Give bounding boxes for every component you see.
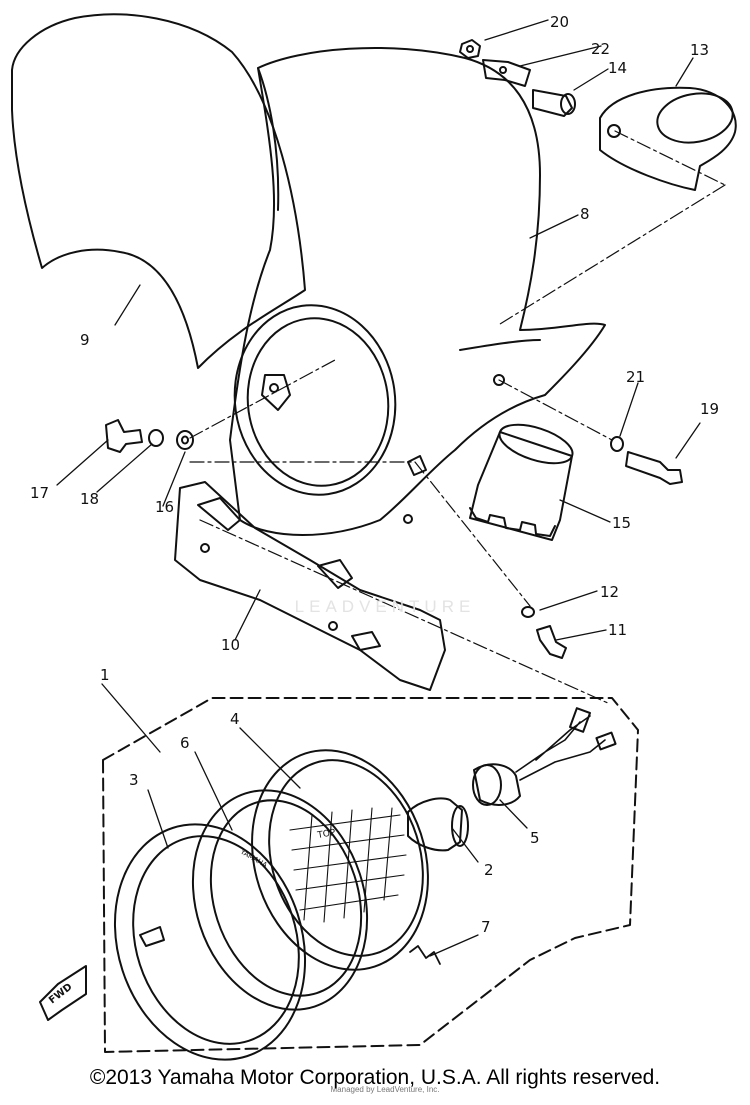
bezel-part-inner — [209, 799, 363, 997]
callout-2: 2 — [484, 861, 494, 879]
callout-22: 22 — [591, 40, 610, 58]
socket-face — [472, 764, 502, 806]
callout-1: 1 — [100, 666, 110, 684]
windscreen-part — [11, 13, 306, 369]
bulb-part — [407, 797, 463, 852]
bezel-part — [191, 789, 369, 1011]
callout-19: 19 — [700, 400, 719, 418]
grommet-teeth — [469, 507, 556, 537]
callout-17: 17 — [30, 484, 49, 502]
callout-14: 14 — [608, 59, 627, 77]
cowling-edge-lower — [459, 339, 541, 351]
fwd-label: FWD — [47, 982, 74, 1007]
bracket-hole-2 — [328, 621, 338, 631]
bracket-hole — [200, 543, 210, 553]
wire-harness — [515, 715, 606, 781]
callout-16: 16 — [155, 498, 174, 516]
connector — [569, 707, 591, 733]
callout-9: 9 — [80, 331, 90, 349]
bulb-flange — [451, 805, 469, 847]
bracket-slot — [197, 497, 241, 531]
socket-part — [473, 763, 521, 806]
fork-bracket-hole — [607, 124, 621, 138]
bracket-slot-2 — [317, 559, 353, 589]
callout-20: 20 — [550, 13, 569, 31]
washer-16-hole — [181, 435, 189, 445]
callout-7: 7 — [481, 918, 491, 936]
callout-5: 5 — [530, 829, 540, 847]
fwd-arrow — [39, 965, 87, 1021]
connector-2 — [595, 731, 617, 751]
bracket-part — [174, 481, 446, 691]
cowling-part — [229, 46, 606, 536]
grommet-top — [498, 423, 574, 465]
bolt-17-part — [105, 419, 143, 453]
fork-bracket-ring — [656, 92, 734, 144]
callout-21: 21 — [626, 368, 645, 386]
callout-10: 10 — [221, 636, 240, 654]
watermark: LEADVENTURE — [294, 597, 476, 616]
cowling-hole-lower — [403, 514, 413, 524]
lock-washer-18 — [148, 429, 164, 447]
rim-part — [113, 823, 307, 1061]
bolt-11-part — [536, 625, 567, 659]
spring-part — [409, 945, 441, 965]
clip-12 — [521, 606, 535, 618]
clamp-part — [482, 59, 531, 87]
cowling-opening-inner — [246, 317, 390, 487]
callout-11: 11 — [608, 621, 627, 639]
washer-16 — [176, 430, 194, 450]
callout-8: 8 — [580, 205, 590, 223]
cowling-opening — [233, 304, 397, 496]
nut-part — [459, 39, 481, 59]
callout-18: 18 — [80, 490, 99, 508]
lens-unit-part — [251, 749, 429, 971]
callout-6: 6 — [180, 734, 190, 752]
collar-part — [532, 89, 573, 117]
lens-top-label: TOP — [316, 828, 337, 841]
collar-end — [560, 93, 576, 115]
rim-tab — [139, 926, 165, 947]
callout-15: 15 — [612, 514, 631, 532]
callout-3: 3 — [129, 771, 139, 789]
cowling-tab — [261, 374, 291, 411]
bracket-slot-3 — [351, 631, 381, 651]
cowling-edge — [257, 67, 280, 211]
sub-watermark: Managed by LeadVenture, Inc. — [330, 1085, 440, 1094]
nut-hole — [466, 45, 474, 53]
cowling-tab-hole — [269, 383, 279, 393]
clamp-hole — [499, 66, 507, 74]
leader-lines — [56, 19, 701, 957]
callout-12: 12 — [600, 583, 619, 601]
center-lines — [189, 130, 726, 705]
fork-bracket-part — [599, 86, 737, 191]
cowling-bolt-hole — [493, 374, 505, 386]
copyright-caption: ©2013 Yamaha Motor Corporation, U.S.A. A… — [89, 1066, 661, 1089]
callout-4: 4 — [230, 710, 240, 728]
cowling-clip — [407, 455, 427, 476]
callout-13: 13 — [690, 41, 709, 59]
washer-21 — [610, 436, 624, 452]
lens-pattern — [289, 807, 407, 923]
lens-unit-inner — [268, 759, 424, 957]
bolt-19-part — [625, 451, 683, 485]
